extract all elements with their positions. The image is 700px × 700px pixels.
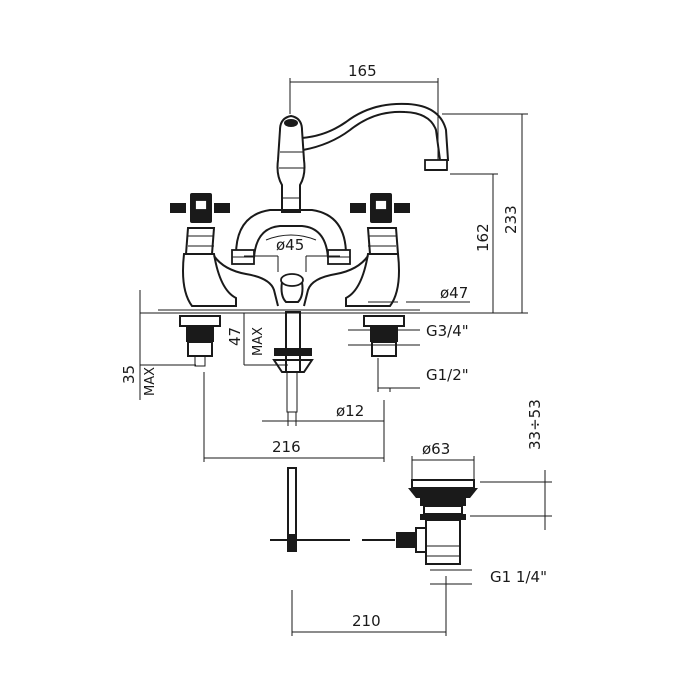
dim-waste-diameter: ø63: [422, 440, 450, 458]
dim-center-spacing: 216: [272, 438, 301, 456]
dim-center-diameter: ø45: [276, 236, 304, 254]
dim-spout-height: 162: [474, 223, 492, 252]
faucet-body: [140, 102, 528, 413]
dim-deck-max-center: 47: [226, 327, 244, 346]
dim-thread-bottom: G1/2": [426, 366, 469, 384]
dim-waste-reach: 210: [352, 612, 381, 630]
dim-waste-thread: G1 1/4": [490, 568, 547, 586]
dim-deck-max-center-unit: MAX: [251, 327, 266, 356]
dim-base-diameter: ø47: [440, 284, 468, 302]
dim-deck-max-side-unit: MAX: [143, 367, 158, 396]
dim-thread-top: G3/4": [426, 322, 469, 340]
dim-total-height: 233: [502, 205, 520, 234]
dimension-lines: [139, 78, 552, 636]
dim-rod-diameter: ø12: [336, 402, 364, 420]
dim-waste-range: 33÷53: [526, 399, 544, 450]
waste-assembly: [270, 467, 478, 565]
dim-deck-max-side: 35: [120, 365, 138, 384]
dim-spout-reach: 165: [348, 62, 377, 80]
